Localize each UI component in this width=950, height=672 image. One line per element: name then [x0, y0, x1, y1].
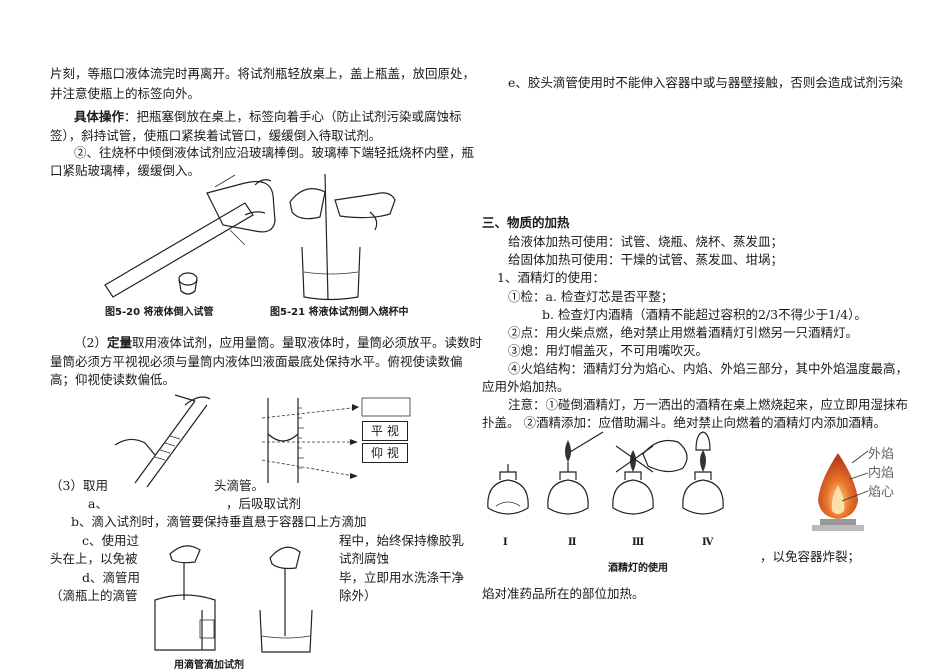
- pour-into-beaker-illustration: [289, 173, 396, 301]
- text-line: 焰对准药品所在的部位加热。: [482, 586, 645, 601]
- text-line: 具体操作：把瓶塞倒放在桌上，标签向着手心（防止试剂污染或腐蚀标: [74, 107, 462, 126]
- text-line: 1、酒精灯的使用：: [497, 270, 605, 285]
- text-line: d、滴管用: [82, 570, 141, 585]
- text-line: 注意：①碰倒酒精灯，万一洒出的酒精在桌上燃烧起来，应立即用湿抹布: [508, 397, 909, 412]
- upward-view-label: 仰 视: [362, 443, 408, 463]
- flame-structure-illustration: [812, 450, 869, 531]
- text-line: b、滴入试剂时，滴管要保持垂直悬于容器口上方滴加: [71, 514, 367, 529]
- text-span: （2）: [74, 335, 107, 350]
- text-line: 扑盖。 ②酒精添加：应借助漏斗。绝对禁止向燃着的酒精灯内添加酒精。: [482, 415, 886, 430]
- text-line: （滴瓶上的滴管: [50, 588, 138, 603]
- text-line: 片刻，等瓶口液体流完时再离开。将试剂瓶轻放桌上，盖上瓶盖，放回原处，: [50, 66, 476, 81]
- figure-caption: 酒精灯的使用: [608, 563, 668, 574]
- text-line: （3）取用 头滴管。: [50, 476, 264, 495]
- text-span: （3）取用: [50, 478, 108, 493]
- text-line: 应用外焰加热。: [482, 379, 570, 394]
- text-line: 程中，始终保持橡胶乳: [339, 533, 465, 548]
- pour-into-test-tube-illustration: [104, 174, 276, 298]
- text-span: 头滴管。: [213, 478, 264, 493]
- text-line: 毕，立即用水洗涤干净: [339, 570, 465, 585]
- level-view-label: 平 视: [362, 421, 408, 441]
- lamp-step-label: Ⅳ: [702, 537, 714, 548]
- figure-caption: 图5-21 将液体试剂倒入烧杯中: [270, 307, 409, 318]
- text-line: a、 ，后吸取试剂: [88, 494, 301, 513]
- text-line: e、胶头滴管使用时不能伸入容器中或与器壁接触，否则会造成试剂污染: [508, 75, 903, 90]
- alcohol-lamp-usage-illustration: [487, 431, 724, 515]
- text-line: ③熄：用灯帽盖灭，不可用嘴吹灭。: [508, 343, 709, 358]
- graduated-cylinder-illustration: [114, 394, 211, 488]
- text-line: ②、往烧杯中倾倒液体试剂应沿玻璃棒倒。玻璃棒下端轻抵烧杯内壁，瓶: [74, 145, 475, 160]
- lamp-step-label: I: [503, 537, 508, 548]
- text-line: 口紧贴玻璃棒，缓缓倒入。: [50, 163, 201, 178]
- text-line: 试剂腐蚀: [339, 551, 390, 566]
- bold-term: 定量: [106, 335, 132, 350]
- text-span: ：把瓶塞倒放在桌上，标签向着手心（防止试剂污染或腐蚀标: [124, 109, 462, 124]
- section-heading: 三、物质的加热: [482, 215, 570, 230]
- meniscus-reading-diagram: [261, 397, 411, 483]
- text-span: 取用液体试剂，应用量筒。量取液体时，量筒必须放平。读数时: [131, 335, 482, 350]
- text-line: 给固体加热可使用：干燥的试管、蒸发皿、坩埚；: [508, 252, 784, 267]
- inner-flame-label: 内焰: [868, 466, 895, 481]
- text-line: 高；仰视使读数偏低。: [50, 372, 176, 387]
- text-line: c、使用过: [82, 533, 140, 548]
- outer-flame-label: 外焰: [868, 447, 895, 462]
- text-line: 量筒必须方平视视必须与量筒内液体凹液面最底处保持水平。俯视使读数偏: [50, 354, 463, 369]
- flame-core-label: 焰心: [868, 485, 895, 500]
- figure-caption: 图5-20 将液体倒入试管: [105, 307, 214, 318]
- dropper-illustration: [154, 545, 313, 653]
- text-line: 给液体加热可使用：试管、烧瓶、烧杯、蒸发皿；: [508, 234, 784, 249]
- bold-term: 具体操作: [74, 109, 125, 124]
- figure-caption: 用滴管滴加试剂: [174, 660, 244, 671]
- lamp-step-label: Ⅲ: [632, 537, 645, 548]
- text-line: 头在上，以免被: [50, 551, 138, 566]
- text-line: ①检：a. 检查灯芯是否平整；: [508, 289, 674, 304]
- text-line: ，以免容器炸裂；: [760, 549, 861, 564]
- text-line: 除外）: [339, 588, 377, 603]
- text-span: a、: [88, 496, 108, 511]
- text-line: （2）定量取用液体试剂，应用量筒。量取液体时，量筒必须放平。读数时: [74, 333, 482, 352]
- text-line: ④火焰结构：酒精灯分为焰心、内焰、外焰三部分，其中外焰温度最高，: [508, 361, 909, 376]
- text-line: 并注意使瓶上的标签向外。: [50, 86, 201, 101]
- text-line: b. 检查灯内酒精（酒精不能超过容积的2/3不得少于1/4）。: [542, 307, 867, 322]
- text-line: 签），斜持试管，使瓶口紧挨着试管口，缓缓倒入待取试剂。: [50, 128, 382, 143]
- lamp-step-label: Ⅱ: [568, 537, 577, 548]
- text-span: ，后吸取试剂: [225, 496, 301, 511]
- text-line: ②点：用火柴点燃，绝对禁止用燃着酒精灯引燃另一只酒精灯。: [508, 325, 859, 340]
